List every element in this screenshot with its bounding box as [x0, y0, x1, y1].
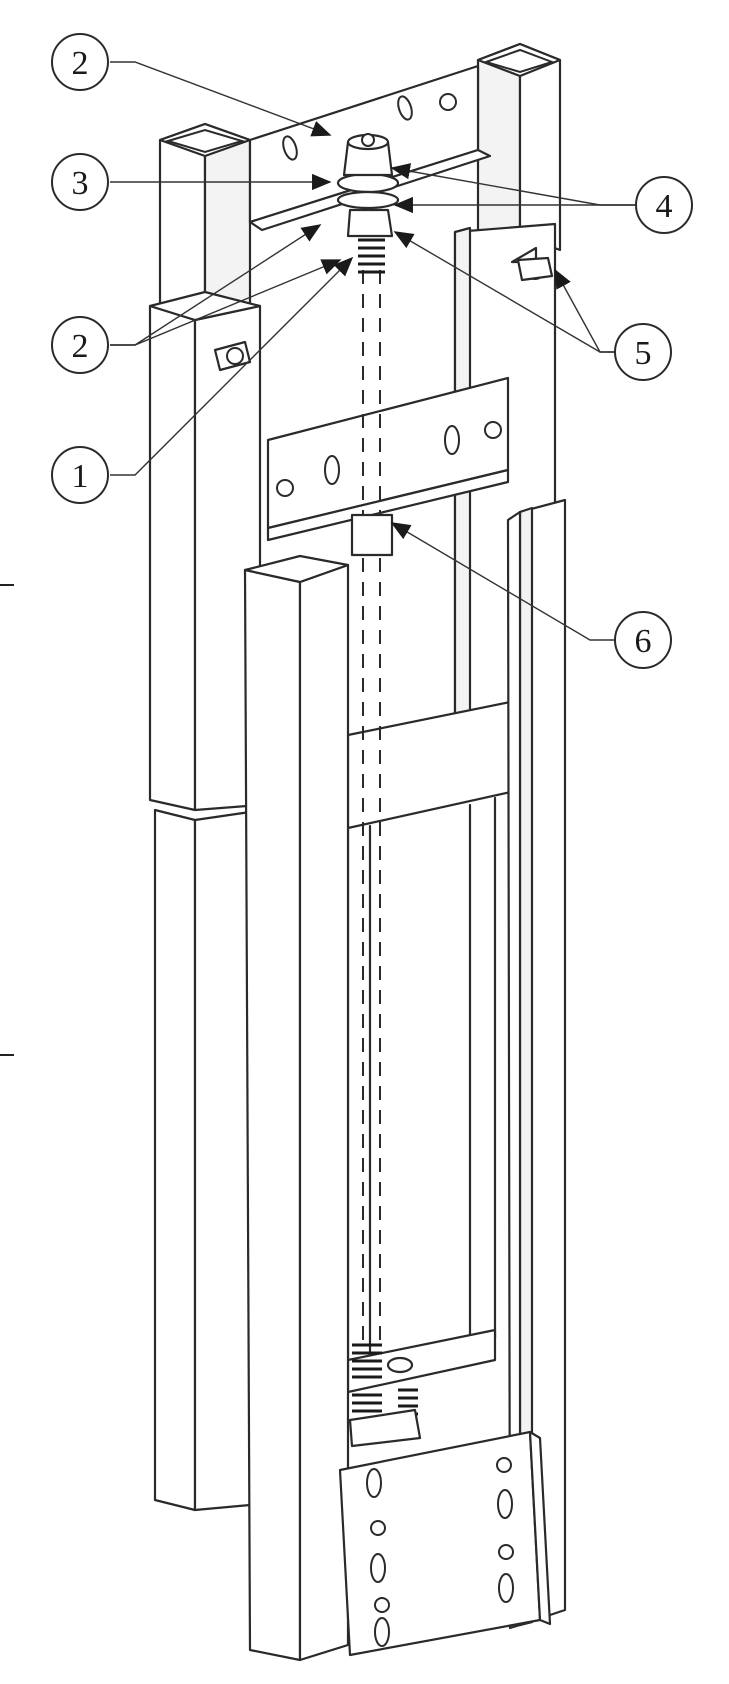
rear-right-post	[476, 42, 562, 252]
callout-2-lower: 2	[51, 316, 109, 374]
threaded-rod	[350, 238, 418, 1424]
bottom-hardware	[348, 1356, 422, 1448]
callout-6: 6	[614, 611, 672, 669]
front-right-channel	[506, 498, 567, 1630]
leader-lines	[110, 61, 636, 641]
callout-3: 3	[51, 153, 109, 211]
callout-2-top: 2	[51, 33, 109, 91]
callout-1: 1	[51, 446, 109, 504]
rear-left-post	[158, 122, 252, 332]
callout-label: 4	[656, 188, 673, 225]
callout-label: 6	[635, 623, 652, 660]
inner-carriage-frame	[346, 698, 522, 1394]
callout-label: 5	[635, 335, 652, 372]
callout-4: 4	[635, 176, 693, 234]
upper-spring	[358, 238, 385, 274]
callout-label: 2	[72, 328, 89, 365]
callout-label: 3	[72, 165, 89, 202]
top-hardware-stack	[336, 133, 400, 238]
front-left-channel	[243, 554, 350, 1662]
callout-5: 5	[614, 323, 672, 381]
middle-bracket-plate	[266, 376, 510, 542]
left-outer-post	[148, 290, 262, 1512]
bottom-mounting-plate	[338, 1430, 552, 1657]
callout-label: 2	[72, 45, 89, 82]
callout-label: 1	[72, 458, 89, 495]
